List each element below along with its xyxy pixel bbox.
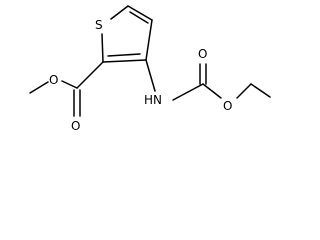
bond-c3-nh: [145, 59, 156, 92]
bond-s1-c5: [110, 5, 129, 20]
amine-label: HN: [144, 93, 162, 107]
bond-ch2-ch3: [250, 83, 271, 98]
bond-c3-c2: [102, 59, 147, 63]
bond-c2-s1: [101, 33, 104, 63]
bond-c5-c4-inner: [129, 11, 149, 24]
ethyl-carbamate-group: [145, 59, 271, 101]
methyl-ester-group: [29, 61, 104, 117]
bond-o-methyl: [29, 81, 49, 94]
ester-oxygen-single-label: O: [49, 73, 58, 87]
ester-oxygen-double-label: O: [71, 119, 80, 133]
bond-c5-c4: [127, 5, 153, 21]
carbamate-oxygen-single-label: O: [223, 99, 232, 113]
chemical-structure: S O O HN O O: [29, 5, 271, 133]
bond-c3-c2-inner: [107, 53, 141, 57]
bond-nh-carbonyl: [172, 83, 204, 101]
bond-c4-c3: [145, 19, 153, 61]
carbamate-oxygen-double-label: O: [198, 47, 207, 61]
thiophene-ring: [101, 5, 153, 63]
bond-c2-carbonyl: [76, 61, 104, 89]
bond-carbonyl-o-single: [61, 80, 78, 89]
sulfur-atom-label: S: [95, 18, 103, 32]
bond-carbonyl-o-single: [202, 83, 222, 99]
bond-o-ch2: [236, 83, 252, 99]
